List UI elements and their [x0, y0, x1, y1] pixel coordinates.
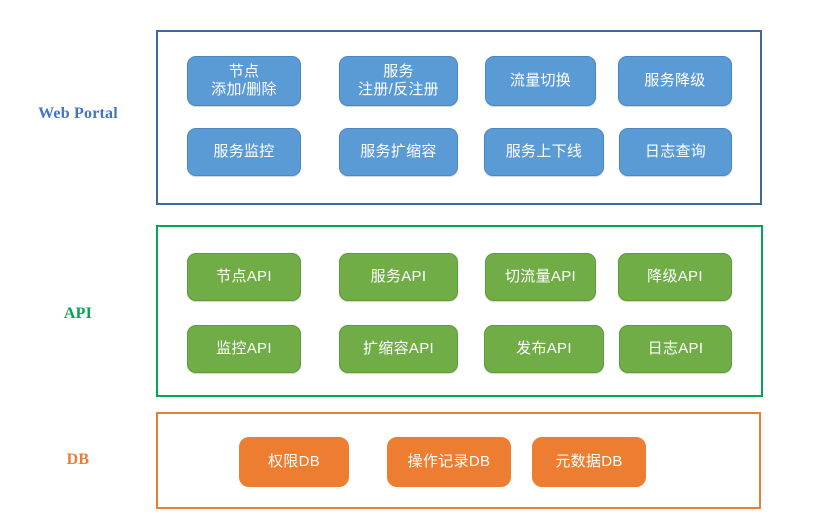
node-api-node-api[interactable]: 节点API: [187, 253, 301, 301]
node-db-operation-log-db[interactable]: 操作记录DB: [387, 437, 511, 487]
node-api-monitor-api[interactable]: 监控API: [187, 325, 301, 373]
node-web-portal-service-online-offline[interactable]: 服务上下线: [484, 128, 604, 176]
node-db-metadata-db[interactable]: 元数据DB: [532, 437, 646, 487]
layer-container-api: 节点API 服务API 切流量API 降级API 监控API 扩缩容API 发布…: [156, 225, 763, 397]
node-api-traffic-switch-api[interactable]: 切流量API: [485, 253, 596, 301]
node-web-portal-service-degrade[interactable]: 服务降级: [618, 56, 732, 106]
layer-container-db: 权限DB 操作记录DB 元数据DB: [156, 412, 761, 509]
node-web-portal-node-add-remove[interactable]: 节点 添加/删除: [187, 56, 301, 106]
node-api-scaling-api[interactable]: 扩缩容API: [339, 325, 458, 373]
node-web-portal-service-monitor[interactable]: 服务监控: [187, 128, 301, 176]
node-web-portal-service-scaling[interactable]: 服务扩缩容: [339, 128, 458, 176]
layer-label-web-portal: Web Portal: [38, 105, 118, 122]
node-web-portal-log-query[interactable]: 日志查询: [619, 128, 732, 176]
layer-label-db: DB: [66, 451, 90, 468]
layer-label-api: API: [63, 305, 93, 322]
node-api-degrade-api[interactable]: 降级API: [618, 253, 732, 301]
node-web-portal-traffic-switch[interactable]: 流量切换: [485, 56, 596, 106]
layer-container-web-portal: 节点 添加/删除 服务 注册/反注册 流量切换 服务降级 服务监控 服务扩缩容 …: [156, 30, 762, 205]
node-db-permission-db[interactable]: 权限DB: [239, 437, 349, 487]
node-api-service-api[interactable]: 服务API: [339, 253, 458, 301]
node-web-portal-service-register[interactable]: 服务 注册/反注册: [339, 56, 458, 106]
node-api-log-api[interactable]: 日志API: [619, 325, 732, 373]
node-api-publish-api[interactable]: 发布API: [484, 325, 604, 373]
